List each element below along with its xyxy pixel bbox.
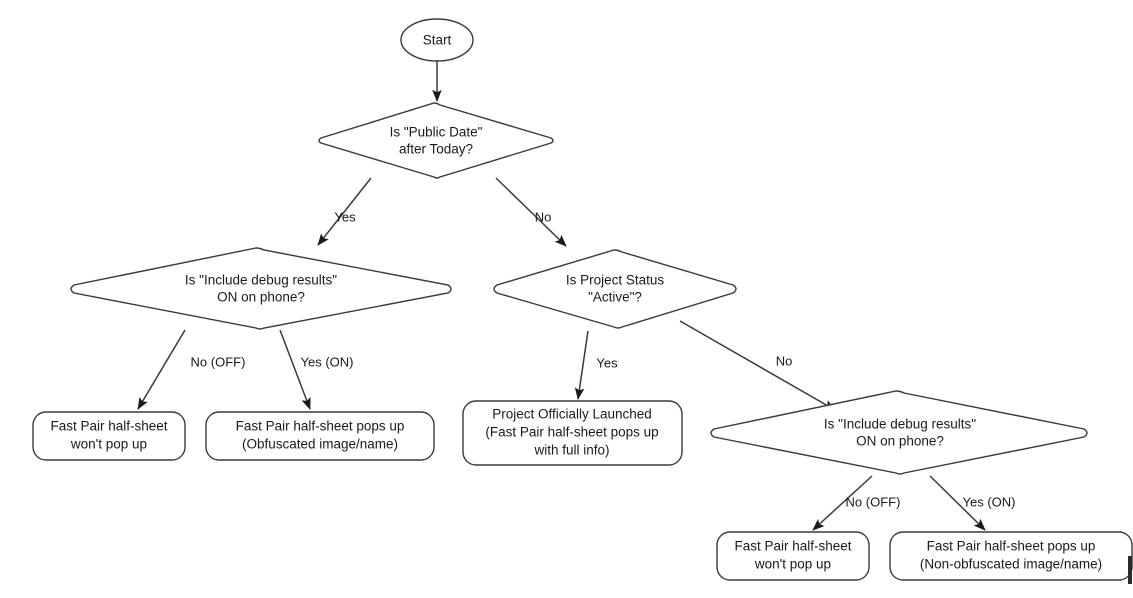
edge-label-debug-left-on: Yes (ON) xyxy=(301,354,354,369)
node-decision-debug-left[interactable]: Is "Include debug results" ON on phone? xyxy=(70,247,452,330)
edge-label-debug-right-off: No (OFF) xyxy=(846,494,901,509)
decision-public-date-line1: Is "Public Date" xyxy=(390,125,483,140)
node-decision-project-status[interactable]: Is Project Status "Active"? xyxy=(493,249,737,329)
node-decision-public-date[interactable]: Is "Public Date" after Today? xyxy=(318,102,554,179)
box-launched-shape xyxy=(462,400,683,466)
edge-debug-right-on xyxy=(929,475,986,531)
start-label: Start xyxy=(423,33,452,48)
edge-artifact-mark xyxy=(1128,556,1132,584)
box-left-off-line2: won't pop up xyxy=(70,437,147,452)
decision-debug-left-line2: ON on phone? xyxy=(217,290,305,305)
edge-label-debug-right-on: Yes (ON) xyxy=(963,494,1016,509)
edge-label-debug-left-off: No (OFF) xyxy=(191,354,246,369)
decision-public-date-shape xyxy=(318,102,554,179)
decision-debug-left-line1: Is "Include debug results" xyxy=(185,273,337,288)
decision-debug-left-shape xyxy=(70,247,452,330)
decision-debug-right-line2: ON on phone? xyxy=(856,434,944,449)
edge-debug-right-off xyxy=(812,475,873,531)
box-left-on-line2: (Obfuscated image/name) xyxy=(242,437,398,452)
edge-debug-left-on xyxy=(279,329,311,410)
node-decision-debug-right[interactable]: Is "Include debug results" ON on phone? xyxy=(710,390,1088,475)
box-right-off-shape xyxy=(716,531,870,581)
edge-public-date-no xyxy=(495,177,567,247)
decision-project-status-shape xyxy=(493,249,737,329)
box-left-on-line1: Fast Pair half-sheet pops up xyxy=(236,419,405,434)
node-start[interactable]: Start xyxy=(400,18,474,62)
edge-public-date-yes xyxy=(317,177,372,246)
decision-debug-right-shape xyxy=(710,390,1088,475)
edge-label-public-date-no: No xyxy=(535,209,552,224)
decision-debug-right-line1: Is "Include debug results" xyxy=(824,417,976,432)
node-box-launched[interactable]: Project Officially Launched (Fast Pair h… xyxy=(462,400,683,466)
node-box-right-on[interactable]: Fast Pair half-sheet pops up (Non-obfusc… xyxy=(889,531,1133,581)
edge-project-status-yes xyxy=(574,330,589,400)
box-launched-line2: (Fast Pair half-sheet pops up xyxy=(485,425,658,440)
box-left-off-shape xyxy=(32,411,186,461)
edge-labels-layer: Yes No No (OFF) Yes (ON) Yes No No (OFF)… xyxy=(191,209,1016,509)
start-ellipse-shape xyxy=(400,18,474,62)
box-launched-line3: with full info) xyxy=(533,443,609,458)
node-box-right-off[interactable]: Fast Pair half-sheet won't pop up xyxy=(716,531,870,581)
edge-project-status-no xyxy=(679,320,836,411)
box-right-on-line2: (Non-obfuscated image/name) xyxy=(920,557,1102,572)
edge-label-project-status-no: No xyxy=(776,353,793,368)
decision-project-status-line2: "Active"? xyxy=(588,290,642,305)
edge-label-public-date-yes: Yes xyxy=(334,209,356,224)
edge-debug-left-off xyxy=(137,329,186,410)
node-box-left-off[interactable]: Fast Pair half-sheet won't pop up xyxy=(32,411,186,461)
box-launched-line1: Project Officially Launched xyxy=(492,407,652,422)
edge-label-project-status-yes: Yes xyxy=(596,355,618,370)
box-right-off-line1: Fast Pair half-sheet xyxy=(734,539,851,554)
box-right-off-line2: won't pop up xyxy=(754,557,831,572)
box-left-off-line1: Fast Pair half-sheet xyxy=(50,419,167,434)
decision-project-status-line1: Is Project Status xyxy=(566,273,665,288)
decision-public-date-line2: after Today? xyxy=(399,142,473,157)
edges-layer xyxy=(137,61,986,531)
node-box-left-on[interactable]: Fast Pair half-sheet pops up (Obfuscated… xyxy=(205,411,435,461)
box-left-on-shape xyxy=(205,411,435,461)
box-right-on-line1: Fast Pair half-sheet pops up xyxy=(927,539,1096,554)
